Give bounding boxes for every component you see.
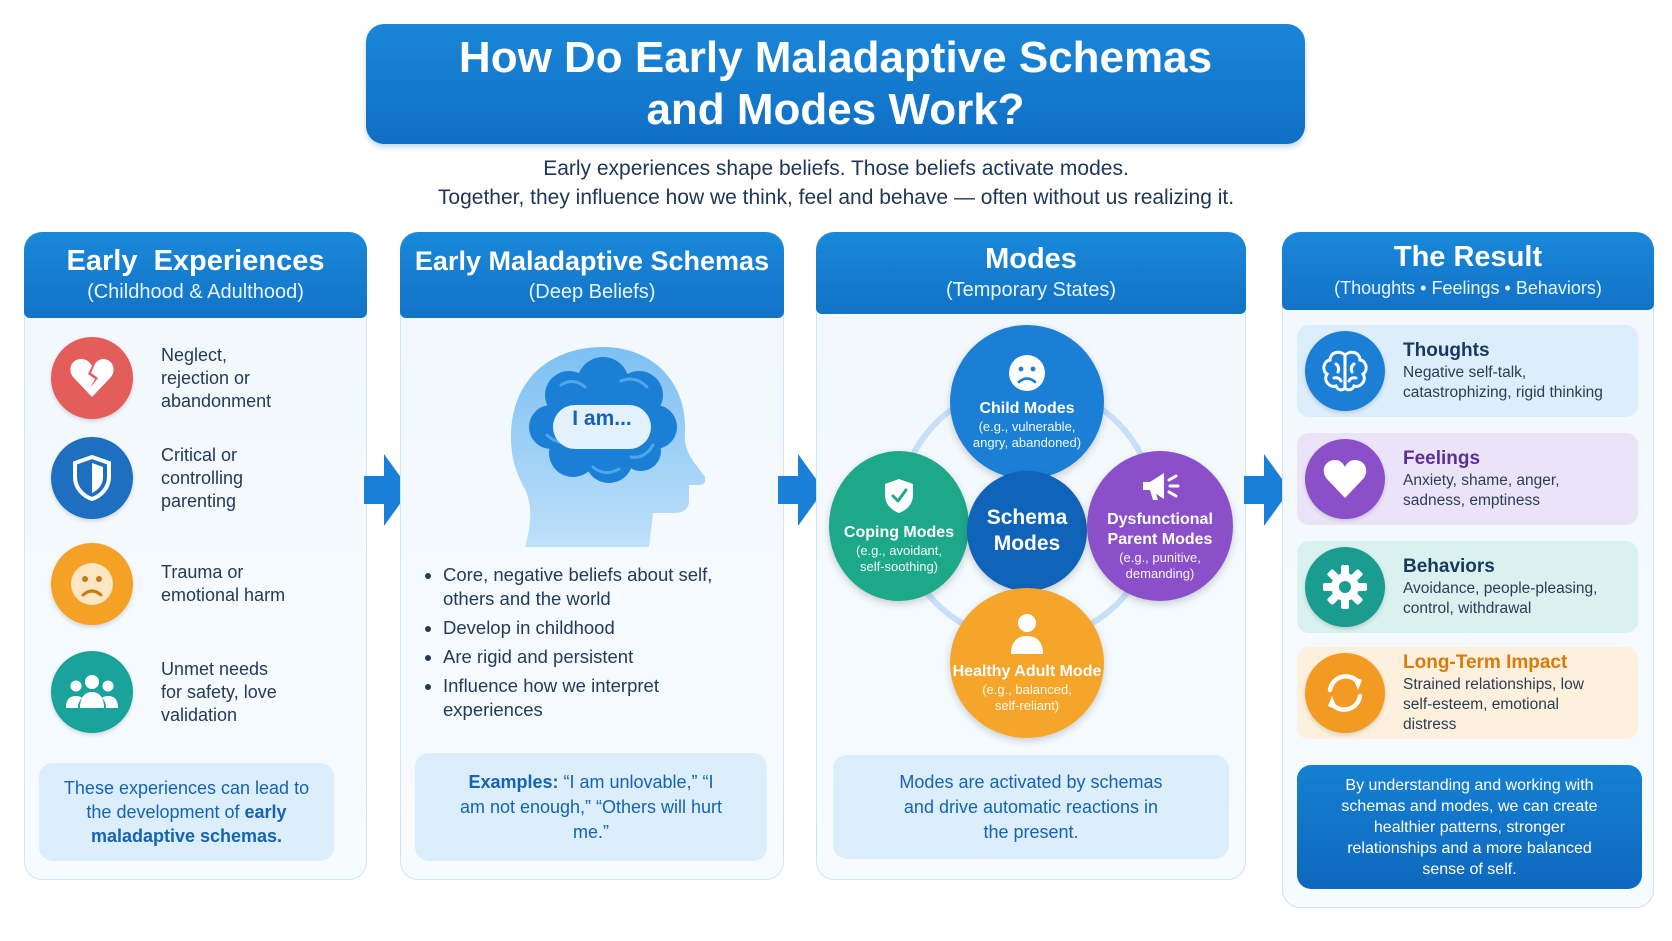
examples-label: Examples: bbox=[468, 771, 559, 792]
experience-text: Trauma or emotional harm bbox=[161, 562, 286, 605]
sad-face-icon bbox=[1009, 355, 1045, 391]
coping-modes-circle: Coping Modes (e.g., avoidant, self-sooth… bbox=[829, 451, 969, 601]
broken-heart-icon bbox=[51, 337, 133, 419]
sad-face-icon bbox=[51, 543, 133, 625]
title-banner: How Do Early Maladaptive Schemas and Mod… bbox=[366, 24, 1305, 144]
center-title: Schema Modes bbox=[986, 506, 1068, 555]
experience-text: Critical or controlling parenting bbox=[161, 444, 244, 511]
result-desc: Negative self-talk, catastrophizing, rig… bbox=[1403, 364, 1603, 401]
column-header: Early Maladaptive Schemas (Deep Beliefs) bbox=[400, 232, 784, 318]
megaphone-icon bbox=[1143, 473, 1180, 500]
result-title: Thoughts bbox=[1403, 340, 1490, 361]
arrow-right-icon bbox=[364, 454, 410, 526]
column-modes: Modes (Temporary States) Child Modes (e.… bbox=[816, 232, 1246, 880]
schema-modes-center: Schema Modes bbox=[967, 471, 1087, 591]
group-icon bbox=[51, 651, 133, 733]
head-bubble-text: I am... bbox=[572, 407, 632, 430]
page-title: How Do Early Maladaptive Schemas and Mod… bbox=[458, 33, 1213, 134]
list-item: Core, negative beliefs about self, other… bbox=[423, 563, 743, 611]
column-result: The Result (Thoughts • Feelings • Behavi… bbox=[1282, 232, 1654, 908]
result-desc: Avoidance, people-pleasing, control, wit… bbox=[1403, 580, 1598, 617]
subtitle-line-2: Together, they influence how we think, f… bbox=[437, 186, 1235, 209]
column-header: Modes (Temporary States) bbox=[816, 232, 1246, 314]
column-header: The Result (Thoughts • Feelings • Behavi… bbox=[1282, 232, 1654, 310]
column-subheading: (Deep Beliefs) bbox=[528, 281, 656, 303]
person-icon bbox=[1011, 614, 1043, 654]
examples-text: “I am unlovable,” “I am not enough,” “Ot… bbox=[459, 771, 723, 842]
modes-note: Modes are activated by schemas and drive… bbox=[833, 755, 1229, 859]
result-desc: Strained relationships, low self-esteem,… bbox=[1403, 676, 1584, 733]
schema-bullet-list: Core, negative beliefs about self, other… bbox=[423, 563, 743, 727]
result-item-feelings: Feelings Anxiety, shame, anger, sadness,… bbox=[1297, 433, 1638, 525]
column-header: Early Experiences (Childhood & Adulthood… bbox=[24, 232, 367, 318]
result-summary: By understanding and working with schema… bbox=[1297, 765, 1642, 889]
result-title: Behaviors bbox=[1403, 556, 1495, 577]
column-subheading: (Thoughts • Feelings • Behaviors) bbox=[1334, 278, 1602, 298]
result-title: Feelings bbox=[1403, 448, 1481, 469]
column-heading: Early Experiences bbox=[66, 245, 325, 277]
result-item-long-term: Long-Term Impact Strained relationships,… bbox=[1297, 647, 1638, 739]
healthy-adult-circle: Healthy Adult Mode (e.g., balanced, self… bbox=[950, 588, 1104, 738]
arrow-right-icon bbox=[778, 454, 824, 526]
result-item-thoughts: Thoughts Negative self-talk, catastrophi… bbox=[1297, 325, 1638, 417]
mode-title: Dysfunctional Parent Modes bbox=[1107, 511, 1213, 548]
column-heading: Early Maladaptive Schemas bbox=[414, 246, 770, 276]
column-early-experiences: Early Experiences (Childhood & Adulthood… bbox=[24, 232, 367, 880]
column-subheading: (Childhood & Adulthood) bbox=[87, 281, 304, 303]
experience-item: Unmet needs for safety, love validation bbox=[51, 647, 351, 737]
column-subheading: (Temporary States) bbox=[945, 279, 1117, 301]
column-heading: The Result bbox=[1393, 241, 1543, 273]
list-item: Are rigid and persistent bbox=[423, 645, 743, 669]
result-title: Long-Term Impact bbox=[1403, 652, 1568, 673]
brain-icon bbox=[1305, 331, 1385, 411]
mode-desc: (e.g., balanced, self-reliant) bbox=[982, 682, 1072, 713]
mode-desc: (e.g., vulnerable, angry, abandoned) bbox=[972, 419, 1082, 450]
arrow-right-icon bbox=[1244, 454, 1290, 526]
column-schemas: Early Maladaptive Schemas (Deep Beliefs) bbox=[400, 232, 784, 880]
experience-item: Neglect, rejection or abandonment bbox=[51, 333, 351, 423]
experience-text: Neglect, rejection or abandonment bbox=[161, 344, 272, 411]
experience-item: Trauma or emotional harm bbox=[51, 539, 351, 629]
experience-text: Unmet needs for safety, love validation bbox=[161, 658, 277, 725]
experience-item: Critical or controlling parenting bbox=[51, 433, 351, 523]
head-brain-icon bbox=[511, 347, 705, 547]
mode-title: Child Modes bbox=[979, 400, 1075, 417]
result-item-behaviors: Behaviors Avoidance, people-pleasing, co… bbox=[1297, 541, 1638, 633]
cycle-icon bbox=[1305, 653, 1385, 733]
experiences-note: These experiences can lead to the develo… bbox=[39, 763, 334, 861]
parent-modes-circle: Dysfunctional Parent Modes (e.g., puniti… bbox=[1087, 451, 1233, 601]
child-modes-circle: Child Modes (e.g., vulnerable, angry, ab… bbox=[950, 325, 1104, 479]
mode-title: Coping Modes bbox=[843, 524, 955, 541]
subtitle: Early experiences shape beliefs. Those b… bbox=[336, 154, 1336, 212]
examples-note: Examples: “I am unlovable,” “I am not en… bbox=[415, 753, 767, 861]
result-desc: Anxiety, shame, anger, sadness, emptines… bbox=[1403, 472, 1560, 509]
heart-icon bbox=[1305, 439, 1385, 519]
mode-desc: (e.g., punitive, demanding) bbox=[1119, 550, 1201, 581]
shield-check-icon bbox=[885, 479, 913, 513]
mode-desc: (e.g., avoidant, self-soothing) bbox=[856, 543, 942, 574]
list-item: Influence how we interpret experiences bbox=[423, 674, 743, 722]
summary-text: By understanding and working with schema… bbox=[1341, 776, 1598, 878]
note-text: Modes are activated by schemas and drive… bbox=[899, 771, 1163, 842]
note-text: These experiences can lead to the develo… bbox=[63, 778, 310, 822]
shield-icon bbox=[51, 437, 133, 519]
mode-title: Healthy Adult Mode bbox=[952, 663, 1102, 680]
gear-icon bbox=[1305, 547, 1385, 627]
subtitle-line-1: Early experiences shape beliefs. Those b… bbox=[543, 157, 1129, 180]
note-bold: early maladaptive schemas. bbox=[90, 802, 287, 846]
column-heading: Modes bbox=[985, 243, 1077, 275]
list-item: Develop in childhood bbox=[423, 616, 743, 640]
